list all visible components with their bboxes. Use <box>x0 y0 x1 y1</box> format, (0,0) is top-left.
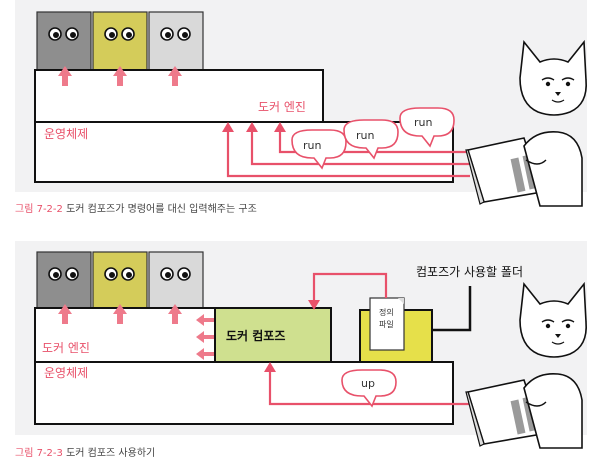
docker-compose-box <box>214 307 332 363</box>
container-gray <box>36 11 92 71</box>
figure-caption-text: 도커 컴포즈 사용하기 <box>62 448 156 459</box>
run-command-1: run <box>303 139 321 152</box>
command-arrows <box>226 130 470 178</box>
run-bubble-1 <box>291 129 347 170</box>
definition-file-label-line1: 정의 <box>379 307 394 317</box>
compose-folder-label: 컴포즈가 사용할 폴더 <box>416 265 523 279</box>
container-light <box>148 251 204 309</box>
container-yellow <box>92 11 148 71</box>
run-bubble-2 <box>343 119 399 160</box>
figure-caption-1: 그림 7-2-2 도커 컴포즈가 명령어를 대신 입력해주는 구조 <box>15 200 257 215</box>
docker-engine-label: 도커 엔진 <box>42 341 90 355</box>
cat-user-illustration <box>465 283 588 449</box>
run-command-3: run <box>414 116 432 129</box>
figure-number: 그림 7-2-3 <box>15 448 63 459</box>
cat-user-illustration <box>465 41 588 207</box>
figure-caption-2: 그림 7-2-3 도커 컴포즈 사용하기 <box>15 444 155 459</box>
docker-compose-label: 도커 컴포즈 <box>226 328 285 343</box>
definition-file-icon <box>369 297 405 351</box>
definition-file-label-line2: 파일 <box>379 320 394 329</box>
run-bubble-3 <box>399 107 455 148</box>
container-gray <box>36 251 92 309</box>
container-yellow <box>92 251 148 309</box>
up-bubble <box>341 369 397 408</box>
docker-engine-box <box>34 69 324 123</box>
docker-engine-label: 도커 엔진 <box>258 100 306 114</box>
figure-number: 그림 7-2-2 <box>15 204 63 215</box>
run-command-2: run <box>356 129 374 142</box>
figure-caption-text: 도커 컴포즈가 명령어를 대신 입력해주는 구조 <box>62 204 257 215</box>
container-light <box>148 11 204 71</box>
os-label: 운영체제 <box>44 127 88 141</box>
up-command: up <box>361 377 375 390</box>
os-label: 운영체제 <box>44 366 88 380</box>
